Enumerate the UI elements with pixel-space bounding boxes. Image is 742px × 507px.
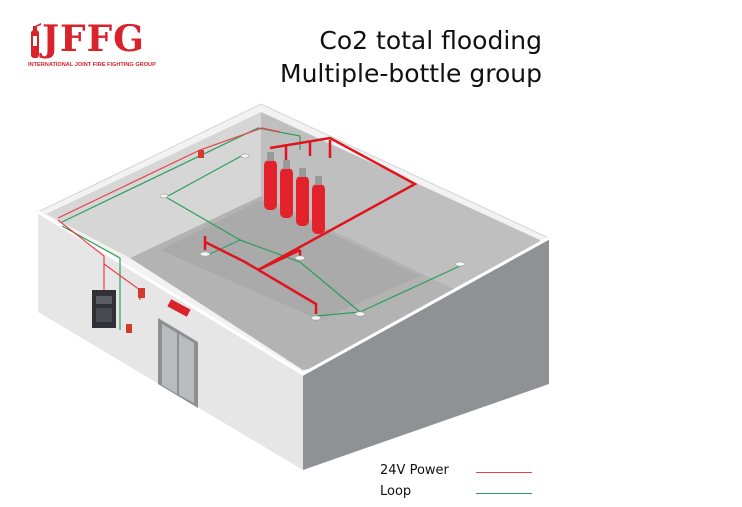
manual-release-button	[138, 288, 145, 298]
legend-label: Loop	[380, 484, 412, 499]
door	[158, 318, 198, 408]
alarm-bell	[198, 150, 204, 158]
back-wall-left	[46, 112, 261, 258]
warning-sign	[167, 299, 191, 317]
title-line-1: Co2 total flooding	[319, 26, 542, 55]
front-rim	[37, 210, 550, 376]
brand-tagline: INTERNATIONAL JOINT FIRE FIGHTING GROUP	[28, 62, 156, 68]
brand-name: JFFG	[42, 18, 145, 60]
abort-switch	[126, 324, 132, 333]
co2-cylinder	[296, 168, 309, 226]
back-wall-right	[261, 112, 540, 330]
detectors	[159, 153, 466, 321]
side-wall	[303, 238, 549, 470]
control-panel	[92, 290, 116, 328]
brand-logo: JFFG INTERNATIONAL JOINT FIRE FIGHTING G…	[28, 18, 178, 70]
floor-shadow	[160, 200, 420, 320]
co2-cylinder	[264, 152, 277, 210]
fire-extinguisher-icon	[31, 23, 41, 58]
page-title: Co2 total flooding Multiple-bottle group	[280, 24, 542, 90]
co2-cylinder	[312, 176, 325, 234]
co2-pipe-network	[203, 136, 418, 314]
legend-swatch-power	[476, 472, 532, 473]
co2-cylinder-bank	[264, 152, 325, 234]
title-line-2: Multiple-bottle group	[280, 59, 542, 88]
legend-swatch-loop	[476, 493, 532, 494]
co2-cylinder	[280, 160, 293, 218]
legend-label: 24V Power	[380, 463, 449, 478]
